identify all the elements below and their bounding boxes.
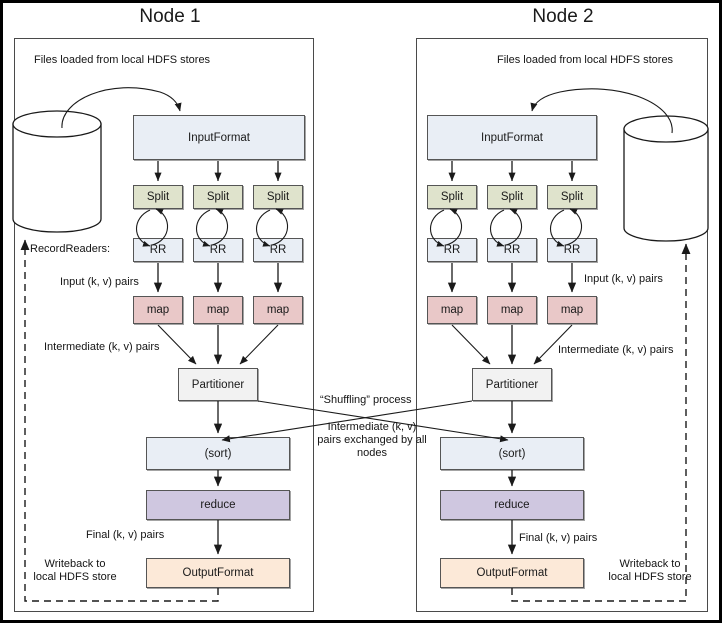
- node2-hdfs-caption: Files loaded from local HDFS stores: [497, 54, 674, 66]
- node2-output-format: OutputFormat: [440, 558, 584, 588]
- node1-split-1: Split: [133, 185, 183, 209]
- node1-output-format: OutputFormat: [146, 558, 290, 588]
- node1-intermediate-pairs-label: Intermediate (k, v) pairs: [44, 341, 160, 353]
- node1-partitioner: Partitioner: [178, 368, 258, 401]
- node2-writeback-label: Writeback to local HDFS store: [608, 558, 692, 583]
- node2-title: Node 2: [532, 6, 594, 27]
- node2-split-2: Split: [487, 185, 537, 209]
- node2-file-1: file: [654, 145, 694, 170]
- node1-map-3: map: [253, 296, 303, 324]
- node2-container: [416, 38, 708, 612]
- node1-record-reader-1: RR: [133, 238, 183, 262]
- node2-record-reader-3: RR: [547, 238, 597, 262]
- node1-sort: (sort): [146, 437, 290, 470]
- node1-split-2: Split: [193, 185, 243, 209]
- node2-split-3: Split: [547, 185, 597, 209]
- node1-input-pairs-label: Input (k, v) pairs: [60, 276, 139, 288]
- node2-file-2: file: [646, 192, 686, 217]
- node1-final-pairs-label: Final (k, v) pairs: [86, 529, 165, 541]
- node1-input-format: InputFormat: [133, 115, 305, 160]
- node2-partitioner: Partitioner: [472, 368, 552, 401]
- node1-record-reader-2: RR: [193, 238, 243, 262]
- node2-map-3: map: [547, 296, 597, 324]
- node1-title: Node 1: [139, 6, 201, 27]
- node1-record-reader-3: RR: [253, 238, 303, 262]
- node1-writeback-label: Writeback to local HDFS store: [33, 558, 117, 583]
- node2-final-pairs-label: Final (k, v) pairs: [519, 532, 598, 544]
- node1-map-1: map: [133, 296, 183, 324]
- node1-reduce: reduce: [146, 490, 290, 520]
- node2-reduce: reduce: [440, 490, 584, 520]
- node2-intermediate-pairs-label: Intermediate (k, v) pairs: [558, 344, 674, 356]
- node2-input-format: InputFormat: [427, 115, 597, 160]
- shuffle-description-label: Intermediate (k, v) pairs exchanged by a…: [317, 421, 427, 459]
- node2-record-reader-1: RR: [427, 238, 477, 262]
- node2-map-1: map: [427, 296, 477, 324]
- node2-split-1: Split: [427, 185, 477, 209]
- shuffling-process-label: “Shuffling” process: [320, 394, 412, 406]
- node1-split-3: Split: [253, 185, 303, 209]
- node1-hdfs-caption: Files loaded from local HDFS stores: [34, 54, 211, 66]
- node2-map-2: map: [487, 296, 537, 324]
- node1-recordreaders-label: RecordReaders:: [30, 243, 111, 255]
- node2-record-reader-2: RR: [487, 238, 537, 262]
- node2-sort: (sort): [440, 437, 584, 470]
- node1-file-1: file: [36, 137, 76, 162]
- node2-input-pairs-label: Input (k, v) pairs: [584, 273, 663, 285]
- node1-file-2: file: [24, 192, 64, 217]
- node1-container: [14, 38, 314, 612]
- node1-map-2: map: [193, 296, 243, 324]
